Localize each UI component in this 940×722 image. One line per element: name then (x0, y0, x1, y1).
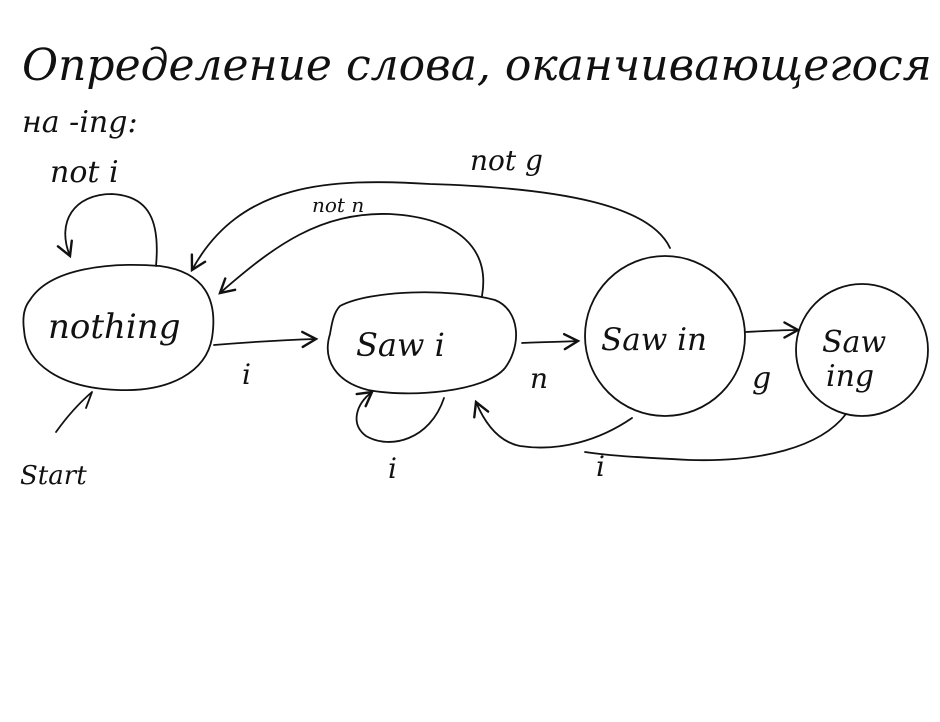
start-label: Start (20, 461, 87, 491)
transition-n-label: n (530, 362, 548, 395)
transition-saw-i-self-loop (355, 390, 445, 443)
state-saw-ing-label-line-2: ing (826, 359, 874, 394)
state-saw-i (326, 291, 517, 395)
transition-saw-i-to-nothing (218, 213, 485, 297)
transition-nothing-to-saw-i (213, 330, 319, 349)
state-saw-i-label: Saw i (356, 326, 445, 364)
transition-not-g-label: not g (470, 144, 543, 177)
transition-i-back-label: i (596, 450, 605, 483)
transition-not-n-label: not n (312, 193, 364, 217)
state-saw-ing (795, 283, 929, 417)
start-arrow (55, 391, 93, 433)
transition-not-i-loop (56, 193, 158, 267)
transition-g-label: g (752, 361, 771, 396)
transition-i-self-label: i (388, 452, 397, 485)
heading-line-2: на -ing: (22, 105, 138, 140)
state-nothing (22, 264, 215, 391)
heading-line-1: Определение слова, оканчивающегося (22, 40, 932, 91)
transition-back-to-saw-i (473, 399, 633, 449)
transition-i-label-1: i (242, 358, 251, 391)
transition-not-i-label: not i (50, 155, 119, 190)
state-saw-ing-label-line-1: Saw (822, 325, 886, 360)
transition-saw-in-to-saw-ing (745, 321, 801, 339)
state-nothing-label: nothing (48, 307, 180, 347)
state-saw-in-label: Saw in (601, 322, 707, 358)
transition-saw-ing-to-back (584, 413, 847, 462)
state-saw-in (584, 255, 746, 417)
transition-saw-in-to-nothing (190, 181, 671, 273)
transition-saw-i-to-saw-in (521, 332, 581, 351)
